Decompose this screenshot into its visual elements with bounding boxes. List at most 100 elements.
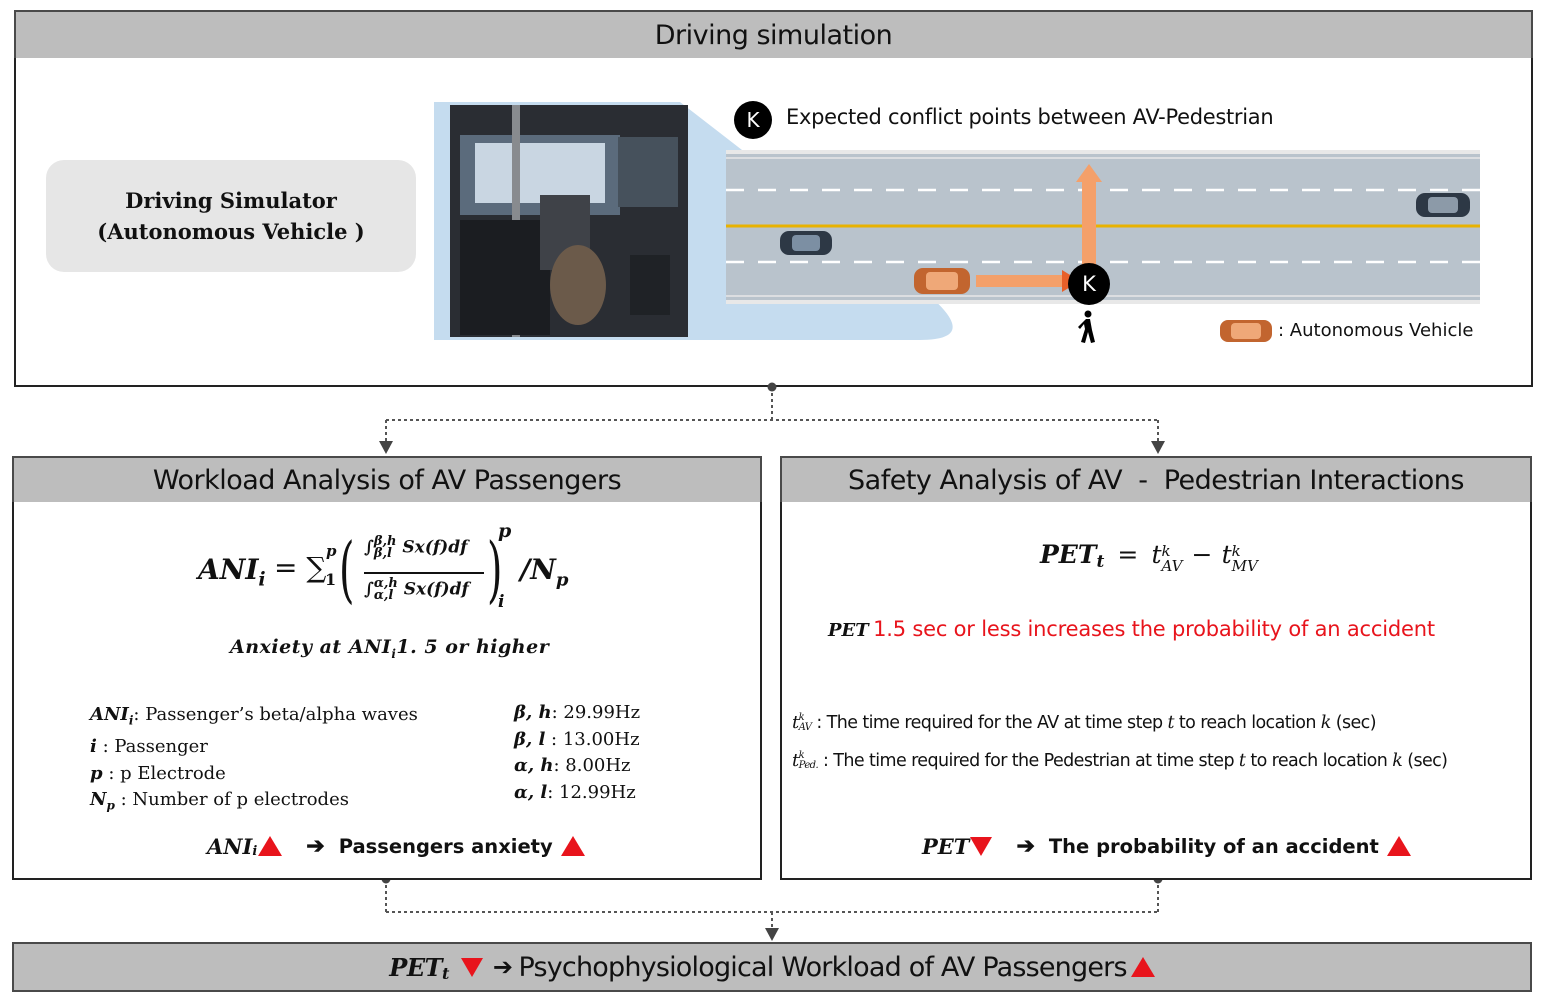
pet-def-text: to reach location (1173, 713, 1321, 733)
pet-def-symbol: t (792, 750, 799, 771)
pet-conclusion: PET ➔ The probability of an accident (922, 833, 1411, 859)
pet-def-var: k (1320, 713, 1332, 733)
pet-def-text: (sec) (1402, 751, 1448, 771)
increase-icon (258, 836, 283, 856)
def-text: : Passenger’s beta/alpha waves (133, 704, 418, 725)
ani-conclusion-sub: i (252, 843, 258, 859)
ani-definitions: ANIi: Passenger’s beta/alpha waves i : P… (90, 702, 418, 819)
vehicle-dark-left (780, 231, 832, 255)
ani-formula-outer-sup: p (498, 520, 512, 542)
ani-den-int-sub: α,l (373, 588, 394, 603)
band-row: β, h: 29.99Hz (514, 700, 640, 727)
anxiety-threshold: Anxiety at ANIi1. 5 or higher (230, 636, 549, 661)
definition-row: i : Passenger (90, 734, 418, 761)
pet-def-symbol: t (792, 712, 799, 733)
band-row: α, h: 8.00Hz (514, 753, 640, 780)
ani-den-body: Sx(f)df (403, 579, 469, 600)
pet-formula-t2-sup: k (1231, 541, 1241, 560)
pet-formula-t1-sup: k (1161, 541, 1171, 560)
def-symbol: ANI (90, 704, 129, 725)
ani-num-body: Sx(f)df (402, 537, 468, 558)
pet-formula-t2: t (1221, 540, 1232, 569)
ani-formula-open-paren: ( (339, 527, 355, 611)
av-legend-icon (1220, 320, 1272, 342)
def-text: : p Electrode (102, 762, 226, 784)
final-pet-sub: t (441, 963, 449, 983)
workload-analysis-header: Workload Analysis of AV Passengers (12, 456, 762, 504)
band-row: α, l: 12.99Hz (514, 780, 640, 807)
band-text: : 8.00Hz (553, 755, 631, 776)
pet-conclusion-symbol: PET (922, 833, 970, 859)
pet-formula-eq: = (1117, 540, 1139, 569)
band-symbol: β, h (514, 702, 552, 723)
pet-conclusion-text: The probability of an accident (1048, 834, 1379, 858)
definition-row: Np : Number of p electrodes (90, 787, 418, 819)
band-symbol: β, l (514, 728, 546, 750)
band-text: : 13.00Hz (545, 728, 640, 750)
pet-formula-t1-sub: AV (1161, 556, 1183, 575)
simulator-label-box: Driving Simulator (Autonomous Vehicle ) (46, 160, 416, 272)
final-conclusion-text: Psychophysiological Workload of AV Passe… (518, 951, 1127, 983)
driving-simulation-title: Driving simulation (654, 19, 893, 51)
simulator-label-line2: (Autonomous Vehicle ) (97, 219, 365, 244)
driving-simulation-header: Driving simulation (14, 10, 1533, 60)
pet-formula-lhs-sub: t (1096, 552, 1105, 573)
pet-def-sub: Ped. (798, 760, 819, 771)
decrease-icon (460, 957, 483, 977)
ani-formula-lhs-sub: i (258, 568, 266, 591)
ani-formula-sum-sup: p (326, 542, 337, 560)
frequency-bands: β, h: 29.99Hz β, l : 13.00Hz α, h: 8.00H… (514, 700, 640, 806)
av-legend-label: : Autonomous Vehicle (1278, 320, 1474, 341)
conflict-point-legend-icon: K (734, 101, 772, 139)
pet-threshold-symbol: PET (828, 620, 869, 641)
def-symbol-sub: i (128, 713, 134, 728)
ani-conclusion-text: Passengers anxiety (338, 834, 553, 858)
pet-threshold: PET 1.5 sec or less increases the probab… (828, 617, 1435, 641)
safety-analysis-title: Safety Analysis of AV - Pedestrian Inter… (848, 464, 1464, 496)
pet-def-text: to reach location (1245, 751, 1393, 771)
pet-def-var: t (1167, 713, 1174, 733)
pet-formula-t2-sub: MV (1231, 556, 1258, 575)
vehicle-dark-right (1416, 193, 1470, 217)
def-text: : Number of p electrodes (120, 789, 349, 811)
definition-row: ANIi: Passenger’s beta/alpha waves (90, 702, 418, 734)
safety-analysis-panel (780, 502, 1532, 880)
pet-def-text: : The time required for the Pedestrian a… (823, 751, 1239, 771)
anxiety-threshold-value: 1. 5 (396, 636, 439, 658)
ani-formula-sum-sub: 1 (325, 570, 337, 589)
def-symbol-sub: p (106, 798, 115, 813)
ani-den-int-sup: α,h (373, 576, 398, 591)
conflict-legend-k: K (746, 108, 760, 132)
autonomous-vehicle (914, 268, 970, 294)
final-pet-symbol: PET (389, 952, 442, 982)
definition-row: p : p Electrode (90, 761, 418, 788)
pet-def-var: k (1392, 751, 1403, 771)
conflict-point-k: K (1082, 272, 1096, 296)
ani-formula-close-paren: ) (487, 527, 503, 611)
def-symbol: N (90, 789, 107, 811)
band-symbol: α, h (514, 755, 554, 776)
increase-icon (560, 836, 585, 856)
pet-def-sup: k (798, 750, 805, 761)
av-path-arrow (976, 275, 1064, 287)
ani-formula-tail: /N (520, 553, 556, 586)
implies-arrow-icon: ➔ (1016, 833, 1035, 858)
conflict-point-marker: K (1068, 263, 1110, 305)
pet-formula-t1: t (1151, 540, 1162, 569)
ani-num-int-sub: β,l (373, 546, 392, 561)
implies-arrow-icon: ➔ (306, 833, 325, 858)
pet-formula-lhs: PET (1040, 540, 1097, 569)
pet-def-text: (sec) (1330, 713, 1377, 733)
def-symbol: i (90, 736, 97, 758)
pet-def-sup: k (798, 712, 805, 723)
band-text: : 29.99Hz (551, 702, 641, 723)
ani-fraction-bar (364, 572, 484, 574)
ani-formula-outer-sub: i (498, 592, 505, 612)
